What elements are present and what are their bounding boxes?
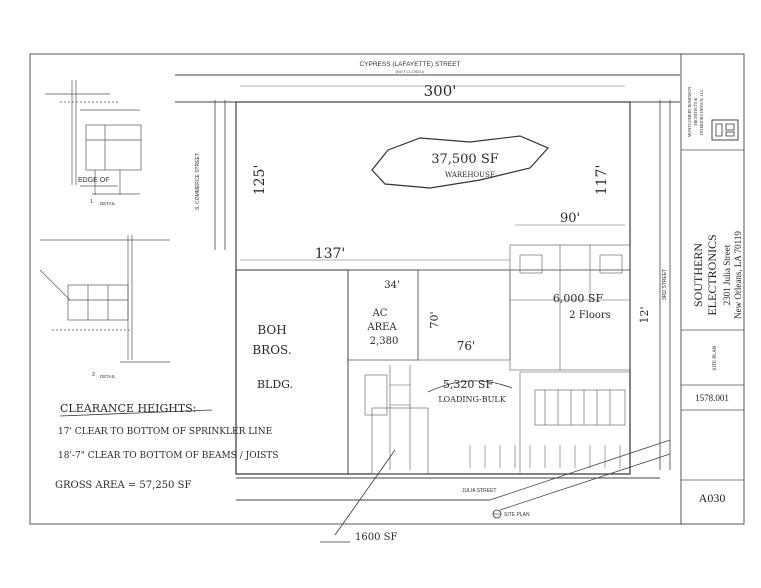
- boh-line-3: BLDG.: [257, 378, 293, 391]
- boh-line-1: BOH: [257, 323, 286, 337]
- project-address-1: 2301 Julia Street: [722, 244, 732, 305]
- edge-of-label: EDGE OF: [78, 177, 110, 184]
- loading-label: LOADING-BULK: [438, 395, 506, 404]
- firm-name-3: INTERIORS DESIGN, LLC: [699, 89, 705, 135]
- project-name-2: ELECTRONICS: [705, 234, 719, 315]
- dim-70: 70': [428, 311, 441, 328]
- clearance-note-2: 18'-7" CLEAR TO BOTTOM OF BEAMS / JOISTS: [58, 451, 278, 461]
- title-block: [681, 119, 744, 481]
- cypress-street-label: CYPRESS (LAFAYETTE) STREET: [359, 61, 460, 68]
- ac-line-1: AC: [372, 308, 388, 319]
- interior-walls: [364, 244, 631, 475]
- east-depth-dim: 117': [594, 165, 610, 196]
- detail-1-drawing: [45, 80, 142, 195]
- bottom-area-sf: 1600 SF: [355, 532, 397, 543]
- east-street-label: 3RD STREET: [662, 269, 668, 300]
- clearance-title-underline: [59, 409, 213, 417]
- boh-bros-building: [235, 269, 349, 475]
- west-street-label: S. COMMERCE STREET: [195, 153, 201, 210]
- office-floors: 2 Floors: [569, 310, 611, 321]
- dim-12: 12': [638, 306, 651, 323]
- firm-name-2: ARCHITECTS &: [693, 97, 698, 127]
- project-number: 1578.001: [695, 393, 729, 403]
- office-area-sf: 6,000 SF: [553, 292, 604, 305]
- clearance-note-1: 17' CLEAR TO BOTTOM OF SPRINKLER LINE: [58, 427, 272, 437]
- detail-3-caption: DETAIL: [100, 374, 116, 379]
- loading-area-sf: 5,320 SF: [443, 378, 494, 391]
- ac-dim-34: 34': [384, 280, 399, 291]
- detail-1-caption: DETAIL: [100, 201, 116, 206]
- cypress-street-note: (NOT CLOSED): [396, 69, 425, 74]
- boh-line-2: BROS.: [252, 343, 291, 357]
- ac-line-2: AREA: [366, 322, 397, 333]
- detail-3-number: 3: [92, 372, 95, 378]
- ac-area-sf: 2,380: [370, 336, 399, 347]
- dim-76: 76': [457, 339, 476, 353]
- firm-logo: [711, 119, 739, 141]
- julia-street-label: JULIA STREET: [462, 488, 496, 494]
- firm-logo-mark: [715, 123, 735, 137]
- north-frontage-dim: 300': [424, 82, 457, 100]
- sheet-title: SITE PLAN: [713, 345, 718, 370]
- warehouse-label: WAREHOUSE: [445, 171, 495, 179]
- detail-3-drawing: [39, 235, 170, 363]
- loading-arc: [427, 380, 513, 393]
- warehouse-cloud: [371, 135, 550, 189]
- sheet-border: [29, 53, 745, 525]
- firm-name-1: MONTGOMERY ROBINSON: [687, 87, 692, 137]
- julia-street-diagonal-2: [499, 453, 671, 511]
- project-name-1: SOUTHERN: [691, 243, 705, 307]
- gross-area-note: GROSS AREA = 57,250 SF: [55, 480, 191, 491]
- inner-length-dim: 137': [315, 246, 346, 262]
- inner-width-dim: 90': [560, 211, 580, 226]
- site-plan-tag: SITE PLAN: [504, 512, 530, 518]
- julia-street-diagonal: [489, 439, 671, 501]
- detail-1-number: 1: [90, 199, 93, 205]
- project-address-2: New Orleans, LA 70119: [733, 231, 743, 319]
- callout-leader: [334, 449, 396, 536]
- warehouse-area-sf: 37,500 SF: [431, 152, 499, 167]
- west-depth-dim: 125': [252, 165, 268, 196]
- sheet-number: A030: [699, 491, 726, 505]
